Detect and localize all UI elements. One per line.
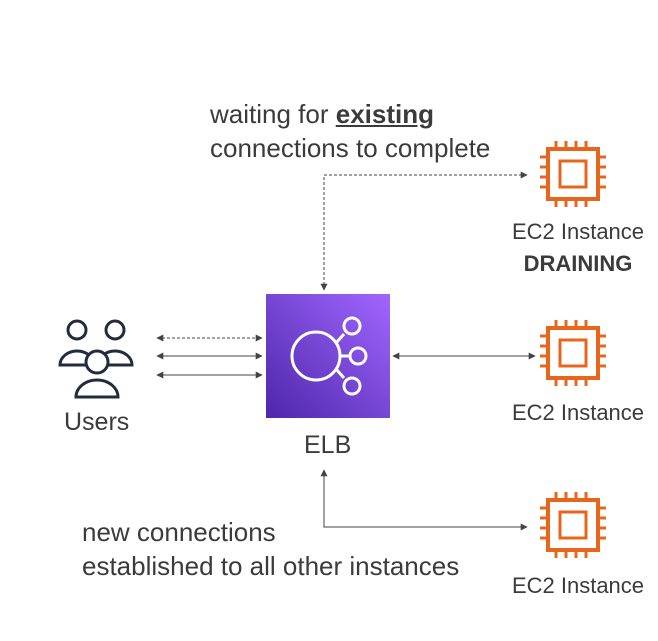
instance-2-name: EC2 Instance <box>511 400 645 425</box>
load-balancer-icon <box>266 294 390 418</box>
instance-2-label: EC2 Instance <box>498 400 658 426</box>
instance-3-name: EC2 Instance <box>511 573 645 598</box>
instance-1-label: EC2 Instance DRAINING <box>498 219 658 277</box>
instance-1-status: DRAINING <box>523 251 633 276</box>
bottom-note-line2: established to all other instances <box>82 551 460 581</box>
ec2-chip-icon <box>538 318 608 388</box>
instance-3-label: EC2 Instance <box>498 573 658 599</box>
top-note-emphasis: existing <box>335 99 434 129</box>
top-note-prefix: waiting for <box>210 99 336 129</box>
top-note-line2: connections to complete <box>210 133 491 163</box>
elb-label: ELB <box>304 431 352 459</box>
bottom-note-line1: new connections <box>82 517 276 547</box>
users-icon <box>58 319 134 399</box>
new-connection-arrow <box>320 469 528 531</box>
top-note: waiting for existing connections to comp… <box>210 97 490 165</box>
draining-connection-arrow <box>320 171 528 291</box>
ec2-chip-icon <box>538 490 608 560</box>
users-label: Users <box>64 408 130 436</box>
ec2-chip-icon <box>538 139 608 209</box>
bottom-note: new connections established to all other… <box>82 515 459 583</box>
instance-1-name: EC2 Instance <box>511 219 645 244</box>
